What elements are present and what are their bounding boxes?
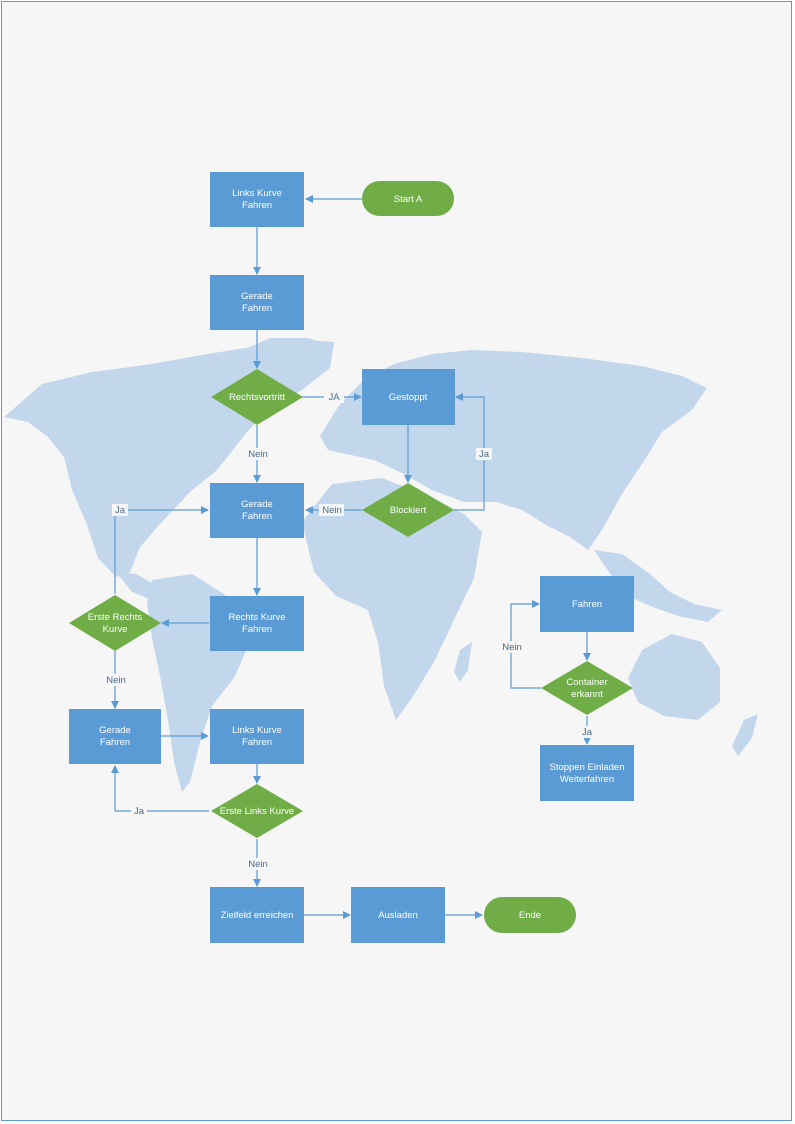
nodes: Start A Links Kurve Fahren Gerade Fahren… bbox=[69, 172, 634, 943]
decision-erste-rechts-kurve[interactable]: Erste Rechts Kurve bbox=[69, 595, 161, 651]
process-gerade-2-line1: Gerade bbox=[241, 499, 273, 510]
label-ja-erste-rechts-text: Ja bbox=[115, 505, 126, 516]
process-ausladen-label: Ausladen bbox=[378, 910, 418, 921]
edge-labels: JA Nein Nein Ja Ja Nein Ja Nein Nein Ja bbox=[103, 391, 595, 870]
process-stoppen-einladen[interactable]: Stoppen Einladen Weiterfahren bbox=[540, 745, 634, 801]
decision-rechtsvortritt-label: Rechtsvortritt bbox=[229, 392, 285, 403]
process-gerade-1-line1: Gerade bbox=[241, 291, 273, 302]
process-gestoppt[interactable]: Gestoppt bbox=[362, 369, 455, 425]
label-nein-erste-links-text: Nein bbox=[248, 859, 268, 870]
process-links-kurve-2[interactable]: Links Kurve Fahren bbox=[210, 709, 304, 764]
southeast-asia-shape bbox=[594, 550, 722, 622]
label-ja-container-text: Ja bbox=[582, 727, 593, 738]
process-stoppen-einladen-line1: Stoppen Einladen bbox=[549, 762, 624, 773]
process-fahren[interactable]: Fahren bbox=[540, 576, 634, 632]
process-links-kurve-1-line1: Links Kurve bbox=[232, 188, 282, 199]
decision-blockiert[interactable]: Blockiert bbox=[362, 483, 454, 537]
process-gerade-1-line2: Fahren bbox=[242, 303, 272, 314]
process-zielfeld[interactable]: Zielfeld erreichen bbox=[210, 887, 304, 943]
label-nein-rechtsvortritt: Nein bbox=[245, 448, 270, 460]
label-nein-erste-rechts-text: Nein bbox=[106, 675, 126, 686]
process-gestoppt-label: Gestoppt bbox=[389, 392, 428, 403]
process-gerade-3-line1: Gerade bbox=[99, 725, 131, 736]
process-links-kurve-1-line2: Fahren bbox=[242, 200, 272, 211]
new-zealand-shape bbox=[732, 714, 758, 756]
start-terminal[interactable]: Start A bbox=[362, 181, 454, 216]
label-ja-erste-links: Ja bbox=[131, 805, 147, 817]
label-ja-blockiert-text: Ja bbox=[479, 449, 490, 460]
label-ja-gestoppt: JA bbox=[324, 391, 344, 403]
start-terminal-label: Start A bbox=[394, 194, 423, 205]
process-gerade-3-line2: Fahren bbox=[100, 737, 130, 748]
madagascar-shape bbox=[454, 642, 472, 682]
label-ja-gestoppt-text: JA bbox=[328, 392, 340, 403]
decision-blockiert-label: Blockiert bbox=[390, 505, 427, 516]
decision-container-erkannt-line2: erkannt bbox=[571, 689, 603, 700]
process-links-kurve-1[interactable]: Links Kurve Fahren bbox=[210, 172, 304, 227]
connectors bbox=[111, 195, 591, 919]
process-rechts-kurve-line1: Rechts Kurve bbox=[228, 612, 285, 623]
label-ja-blockiert: Ja bbox=[476, 448, 492, 460]
process-links-kurve-2-line1: Links Kurve bbox=[232, 725, 282, 736]
africa-shape bbox=[302, 478, 482, 720]
label-nein-rechtsvortritt-text: Nein bbox=[248, 449, 268, 460]
process-fahren-label: Fahren bbox=[572, 599, 602, 610]
decision-container-erkannt-line1: Container bbox=[566, 677, 607, 688]
decision-erste-links-kurve-label: Erste Links Kurve bbox=[220, 806, 294, 817]
process-rechts-kurve[interactable]: Rechts Kurve Fahren bbox=[210, 596, 304, 651]
process-rechts-kurve-line2: Fahren bbox=[242, 624, 272, 635]
label-nein-blockiert: Nein bbox=[319, 504, 344, 516]
process-gerade-2-line2: Fahren bbox=[242, 511, 272, 522]
process-gerade-3[interactable]: Gerade Fahren bbox=[69, 709, 161, 764]
label-nein-erste-links: Nein bbox=[245, 858, 270, 870]
label-ja-container: Ja bbox=[579, 726, 595, 738]
end-terminal-label: Ende bbox=[519, 910, 541, 921]
process-gerade-2[interactable]: Gerade Fahren bbox=[210, 483, 304, 538]
label-nein-container: Nein bbox=[499, 641, 524, 653]
label-nein-container-text: Nein bbox=[502, 642, 522, 653]
process-zielfeld-label: Zielfeld erreichen bbox=[221, 910, 294, 921]
process-stoppen-einladen-line2: Weiterfahren bbox=[560, 774, 614, 785]
label-ja-erste-rechts: Ja bbox=[112, 504, 128, 516]
decision-erste-rechts-kurve-line1: Erste Rechts bbox=[88, 612, 143, 623]
process-gerade-1[interactable]: Gerade Fahren bbox=[210, 275, 304, 330]
decision-container-erkannt[interactable]: Container erkannt bbox=[541, 661, 633, 715]
decision-rechtsvortritt[interactable]: Rechtsvortritt bbox=[211, 369, 303, 425]
edge-erste-links-to-gerade-3 bbox=[111, 765, 209, 812]
process-ausladen[interactable]: Ausladen bbox=[351, 887, 445, 943]
label-nein-blockiert-text: Nein bbox=[322, 505, 342, 516]
end-terminal[interactable]: Ende bbox=[484, 897, 576, 933]
australia-shape bbox=[628, 634, 720, 720]
decision-erste-rechts-kurve-line2: Kurve bbox=[103, 624, 128, 635]
label-ja-erste-links-text: Ja bbox=[134, 806, 145, 817]
label-nein-erste-rechts: Nein bbox=[103, 674, 128, 686]
process-links-kurve-2-line2: Fahren bbox=[242, 737, 272, 748]
decision-erste-links-kurve[interactable]: Erste Links Kurve bbox=[211, 784, 303, 838]
